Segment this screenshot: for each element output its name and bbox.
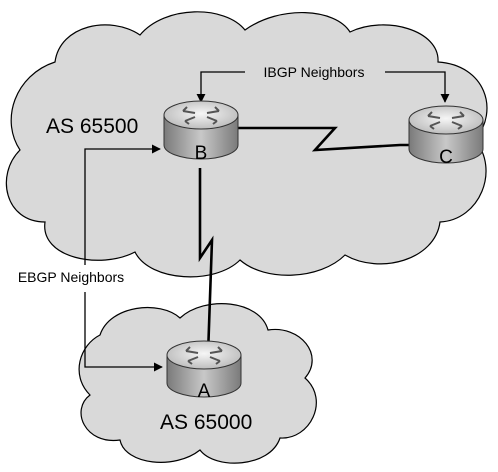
as-65500-label: AS 65500 [46,115,138,138]
ebgp-neighbor-arrow-lower [84,292,163,372]
router-a: A [166,340,242,402]
router-b-arrows-icon [182,106,220,125]
ebgp-neighbors-label: EBGP Neighbors [18,269,124,285]
ibgp-label-backdrop [245,62,385,82]
as-65000-label: AS 65000 [160,411,252,434]
router-b-top [163,100,239,130]
router-b-label: B [195,143,208,164]
router-a-label: A [198,381,211,402]
router-a-top [166,340,242,370]
router-c-top [408,105,484,135]
router-c-arrows-icon [427,111,465,130]
router-c: C [408,105,484,168]
router-c-label: C [439,147,453,168]
link-b-to-c [236,126,420,152]
ibgp-neighbors-label: IBGP Neighbors [264,64,365,80]
ebgp-neighbor-arrow-upper [84,144,161,265]
router-a-arrows-icon [185,346,223,365]
link-a-to-b [198,168,214,356]
router-b: B [163,100,239,164]
